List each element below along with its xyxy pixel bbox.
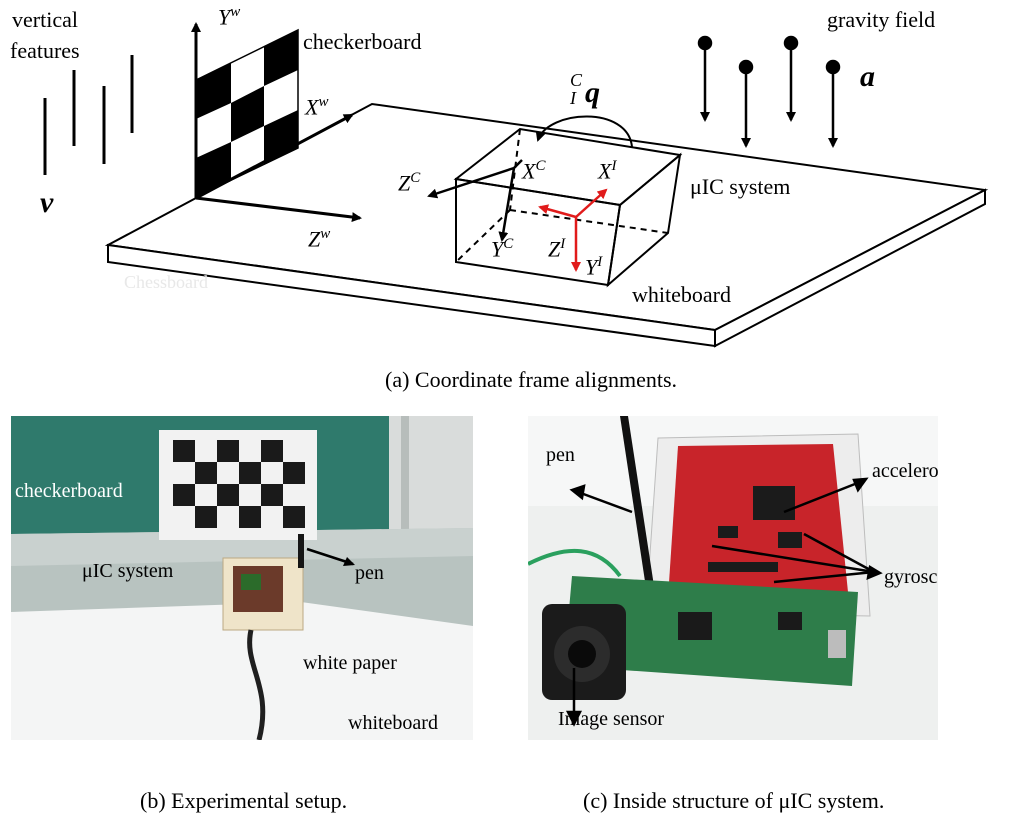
- q-symbol: q: [585, 76, 600, 109]
- gravity-field-label: gravity field: [827, 7, 936, 32]
- whiteboard-label: whiteboard: [632, 282, 731, 307]
- photo-b-pen-label: pen: [355, 562, 384, 584]
- xc-label: XC: [522, 158, 546, 184]
- yc-label: YC: [491, 236, 514, 262]
- uic-system-label: μIC system: [690, 174, 791, 199]
- caption-a: (a) Coordinate frame alignments.: [385, 367, 678, 392]
- gravity-arrows: [697, 35, 841, 148]
- photo-b-art: [11, 416, 473, 740]
- vertical-features-label-2: features: [10, 38, 80, 63]
- zc-label: ZC: [398, 170, 421, 196]
- photo-b-whiteboard-label: whiteboard: [348, 712, 438, 734]
- caption-c: (c) Inside structure of μIC system.: [583, 788, 885, 813]
- checkerboard-label: checkerboard: [303, 29, 422, 54]
- vertical-feature-lines: [43, 55, 134, 175]
- photo-c-accelerometer-label: accelerometer: [872, 460, 938, 482]
- photo-c-image-sensor-label: Image sensor: [558, 708, 665, 730]
- q-sub-label: I: [570, 88, 576, 108]
- v-symbol: v: [40, 186, 54, 219]
- photo-c-pen-label: pen: [546, 444, 575, 466]
- photo-b-white-paper-label: white paper: [303, 652, 397, 674]
- photo-c-art: [528, 416, 938, 727]
- q-sup-label: C: [570, 70, 583, 90]
- uic-box-diagram: [453, 127, 683, 288]
- chessboard-watermark: Chessboard: [124, 272, 208, 292]
- rotation-arrow: [535, 115, 633, 148]
- imu-axes: [538, 188, 608, 272]
- yi-label: YI: [585, 254, 603, 280]
- xi-label: XI: [598, 158, 617, 184]
- photo-b-checkerboard-label: checkerboard: [15, 480, 123, 502]
- camera-axes: [427, 159, 523, 242]
- photo-c-gyroscopes-label: gyroscopes: [884, 566, 938, 588]
- photo-inside-structure: pen accelerometer gyroscopes Image senso…: [528, 416, 938, 740]
- zi-label: ZI: [548, 236, 566, 262]
- checkerboard-diagram: [195, 28, 299, 199]
- a-symbol: a: [860, 60, 875, 93]
- vertical-features-label: vertical: [12, 7, 78, 32]
- caption-b: (b) Experimental setup.: [140, 788, 348, 813]
- whiteboard-slab: [104, 102, 989, 348]
- photo-experimental-setup: checkerboard μIC system pen white paper …: [11, 416, 473, 740]
- photo-b-uic-label: μIC system: [82, 560, 174, 582]
- world-axes: [191, 22, 362, 222]
- xw-label: Xw: [305, 94, 329, 120]
- yw-label: Yw: [218, 4, 241, 30]
- zw-label: Zw: [308, 226, 331, 252]
